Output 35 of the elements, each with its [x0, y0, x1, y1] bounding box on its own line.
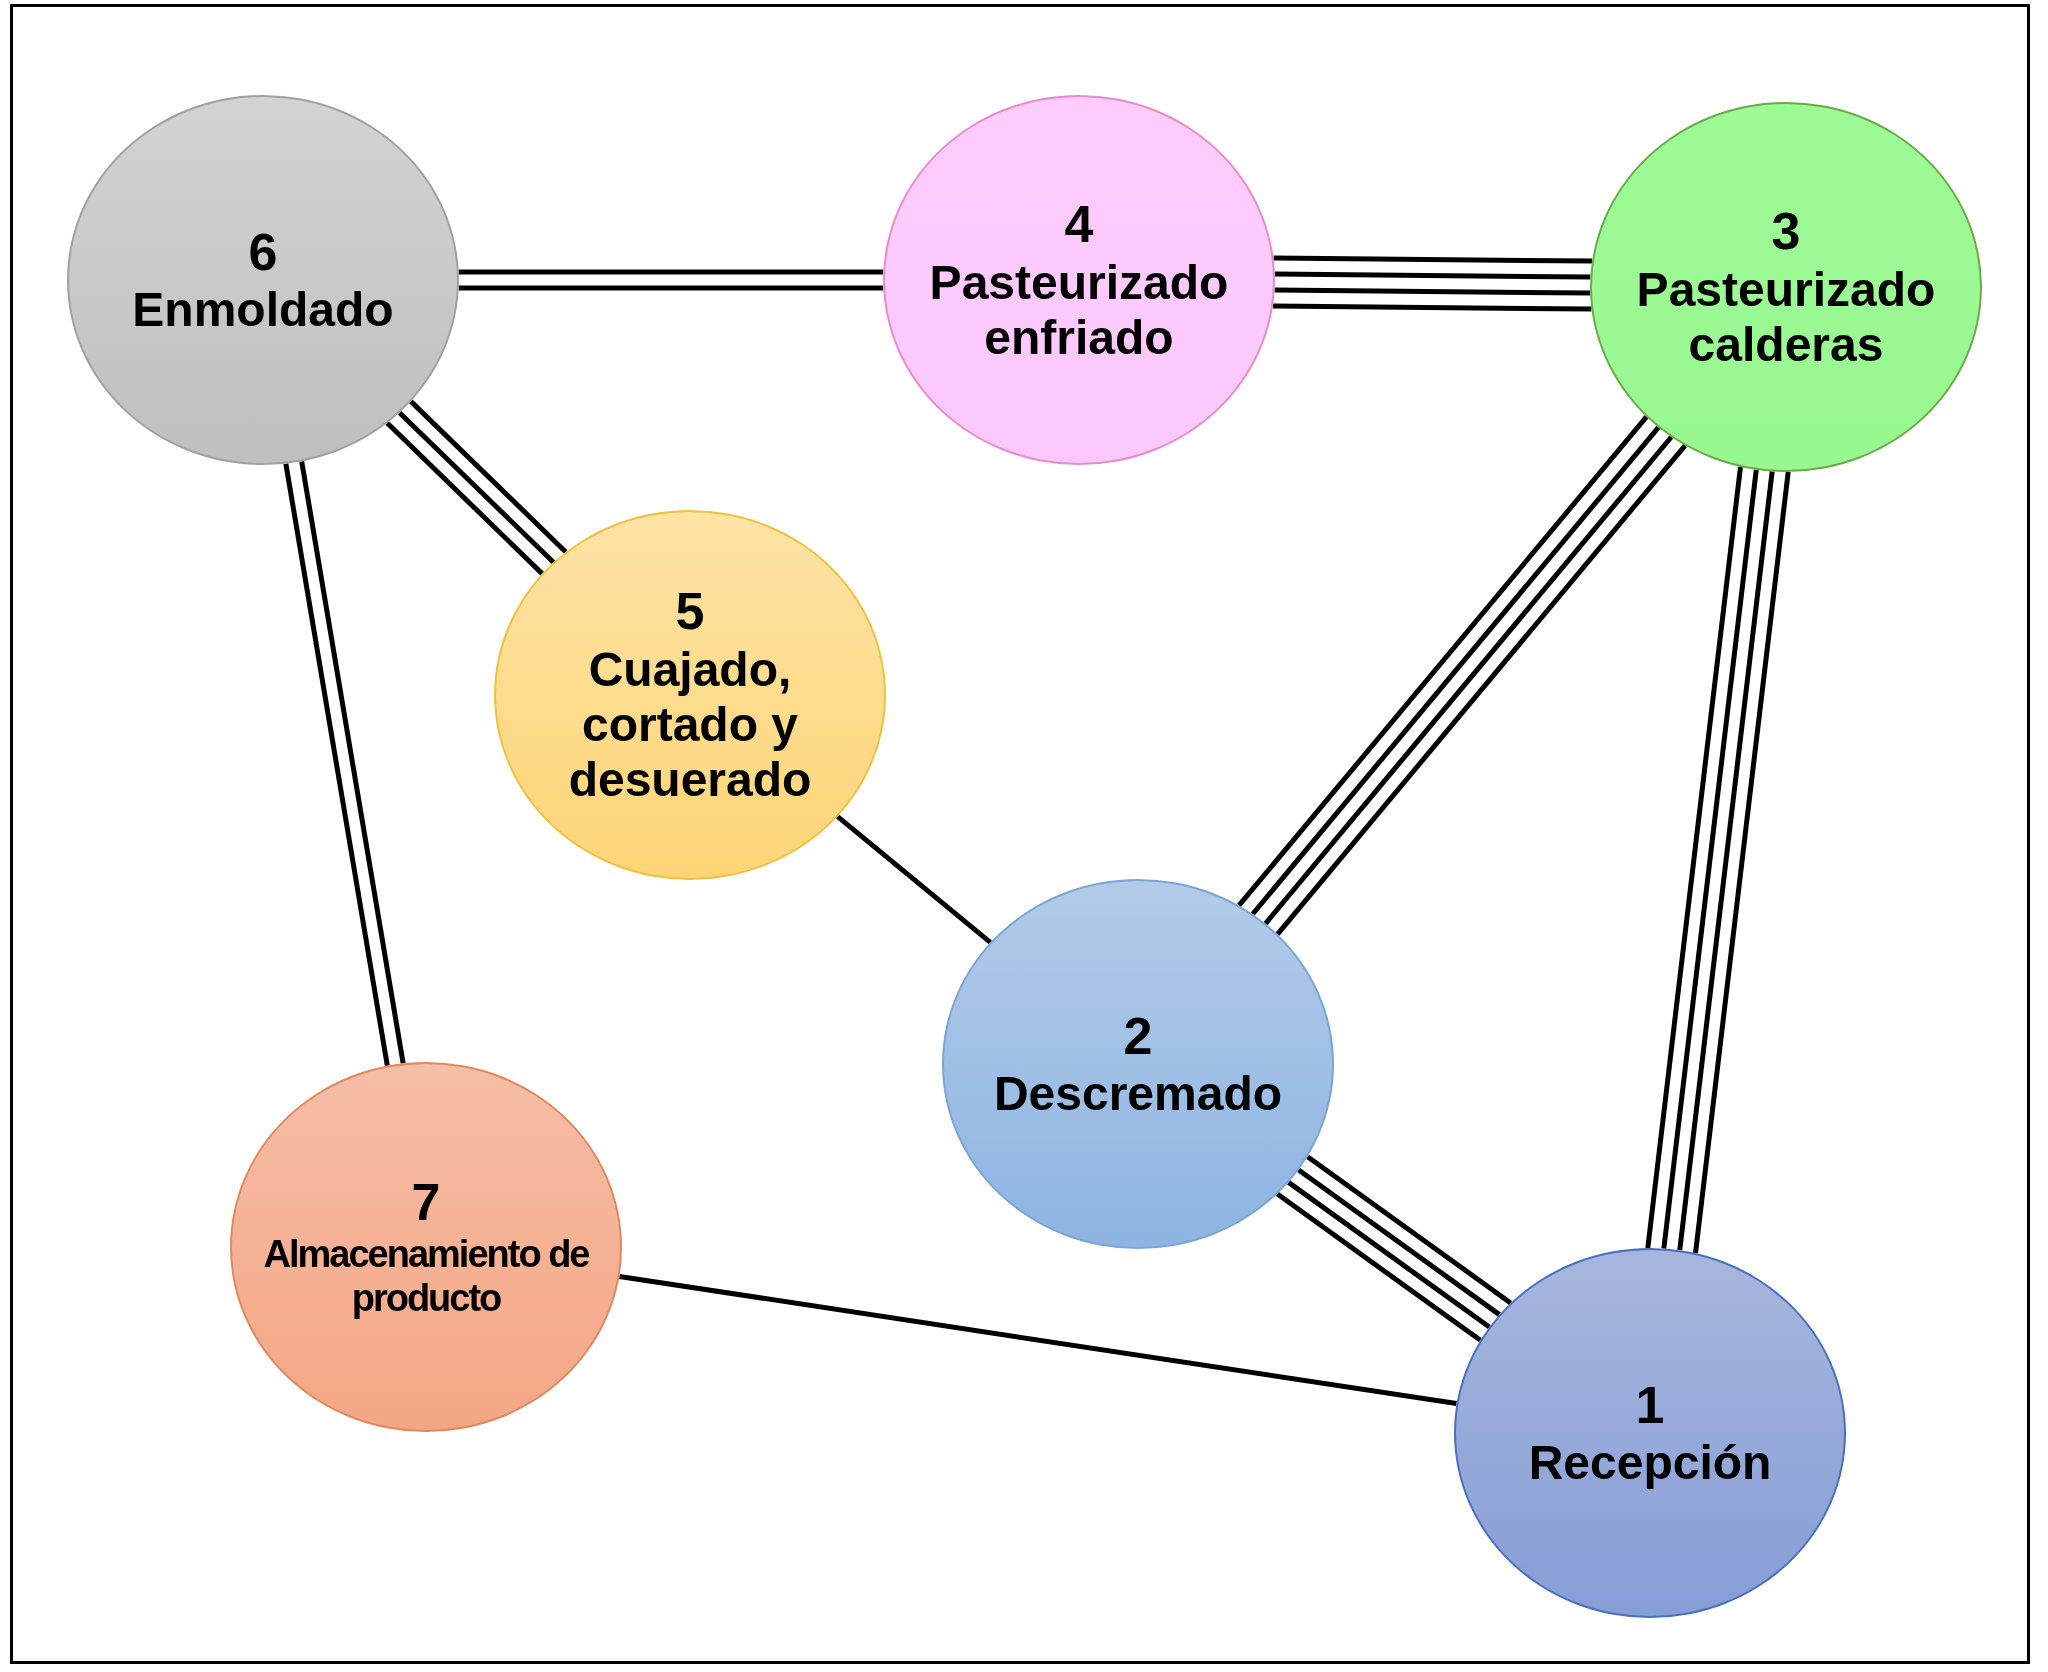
connector-line: [283, 463, 390, 1067]
connector-line: [1306, 1154, 1513, 1305]
step-name: Pasteurizado enfriado: [928, 254, 1230, 366]
step-name: Almacenamiento de producto: [262, 1233, 590, 1321]
connector-line: [619, 1273, 1457, 1407]
step-name: Cuajado, cortado y desuerado: [567, 642, 813, 808]
step-name: Enmoldado: [131, 282, 395, 338]
connector-line: [1645, 466, 1743, 1249]
step-name: Recepción: [1527, 1435, 1773, 1491]
step-number: 5: [675, 582, 705, 643]
connector-line: [1275, 1192, 1482, 1343]
connector-line: [1273, 303, 1592, 312]
connector-line: [1273, 255, 1592, 264]
connector-line: [409, 399, 568, 554]
step-number: 3: [1771, 201, 1801, 262]
connector-line: [458, 269, 884, 275]
connector-line: [1287, 1180, 1491, 1330]
connector-line: [1274, 287, 1591, 296]
connector-line: [397, 410, 556, 565]
connector-line: [458, 285, 884, 291]
step-number: 4: [1064, 194, 1094, 255]
connector-line: [299, 460, 406, 1064]
connector-line: [1693, 471, 1791, 1254]
step-name: Descremado: [992, 1066, 1284, 1122]
step-number: 6: [248, 222, 278, 283]
step-number: 2: [1123, 1006, 1153, 1067]
connector-line: [1297, 1167, 1501, 1317]
step-name: Pasteurizado calderas: [1635, 261, 1937, 373]
connector-line: [1274, 271, 1591, 280]
connector-line: [1677, 471, 1775, 1251]
connector-line: [836, 814, 992, 945]
step-number: 7: [411, 1173, 441, 1234]
step-number: 1: [1635, 1375, 1665, 1436]
connector-line: [385, 421, 544, 576]
connector-line: [1661, 469, 1759, 1249]
